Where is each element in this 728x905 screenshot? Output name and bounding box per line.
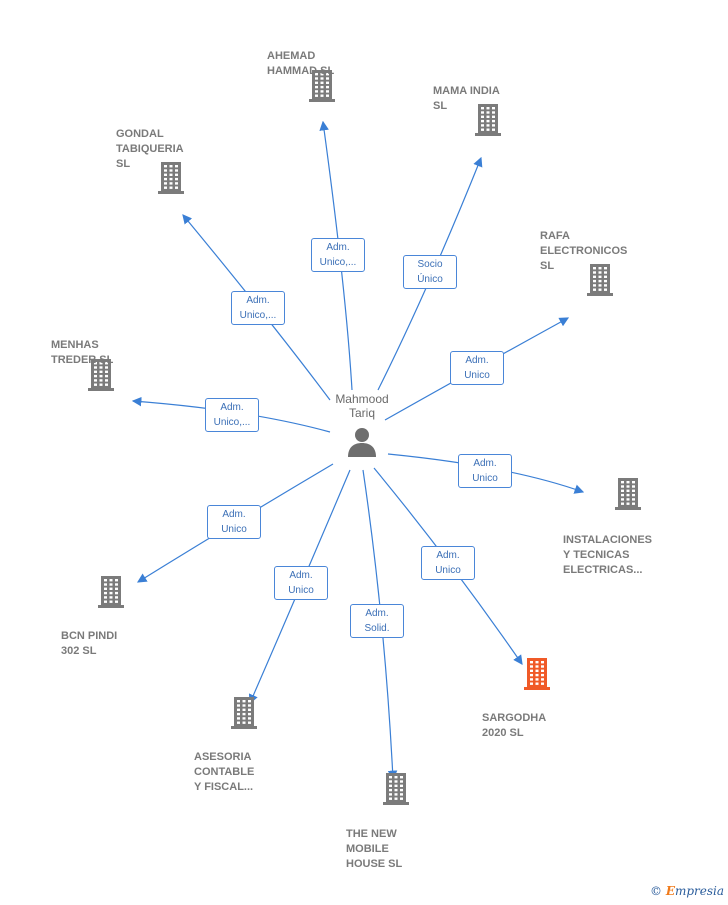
- empresia-logo-text: mpresia: [674, 884, 725, 898]
- building-icon: [96, 575, 126, 609]
- building-icon: [613, 477, 643, 511]
- building-icon: [522, 657, 552, 691]
- building-icon: [381, 772, 411, 806]
- building-icon: [156, 161, 186, 195]
- role-badge-menhas[interactable]: Adm. Unico,...: [205, 398, 259, 432]
- company-label[interactable]: SARGODHA 2020 SL: [482, 712, 547, 739]
- empresia-footer[interactable]: © Empresia: [650, 884, 724, 898]
- role-badge-asesoria[interactable]: Adm. Unico: [274, 566, 328, 600]
- role-badge-ahemad[interactable]: Adm. Unico,...: [311, 238, 365, 272]
- company-label[interactable]: INSTALACIONES Y TECNICAS ELECTRICAS...: [563, 534, 653, 576]
- role-badge-gondal[interactable]: Adm. Unico,...: [231, 291, 285, 325]
- role-badge-rafa[interactable]: Adm. Unico: [450, 351, 504, 385]
- company-label[interactable]: GONDAL TABIQUERIA SL: [116, 128, 184, 170]
- building-icon: [585, 263, 615, 297]
- company-label[interactable]: ASESORIA CONTABLE Y FISCAL...: [194, 751, 255, 793]
- role-badge-newmobile[interactable]: Adm. Solid.: [350, 604, 404, 638]
- role-badge-bcn[interactable]: Adm. Unico: [207, 505, 261, 539]
- company-label[interactable]: THE NEW MOBILE HOUSE SL: [346, 828, 403, 870]
- building-icon: [86, 358, 116, 392]
- role-badge-instalaciones[interactable]: Adm. Unico: [458, 454, 512, 488]
- building-icon: [307, 69, 337, 103]
- building-icon: [473, 103, 503, 137]
- copyright-icon: ©: [650, 884, 662, 898]
- company-label[interactable]: AHEMAD HAMMAD SL: [267, 50, 335, 77]
- company-label[interactable]: MAMA INDIA SL: [433, 85, 500, 112]
- center-person-label: Mahmood Tariq: [335, 392, 389, 420]
- company-label[interactable]: BCN PINDI 302 SL: [61, 630, 118, 657]
- edge-ahemad: [319, 120, 353, 391]
- role-badge-sargodha[interactable]: Adm. Unico: [421, 546, 475, 580]
- empresia-logo-initial: E: [665, 884, 675, 898]
- center-person[interactable]: Mahmood Tariq: [320, 392, 404, 458]
- company-label[interactable]: MENHAS TREDER SL: [51, 339, 114, 366]
- company-label[interactable]: RAFA ELECTRONICOS SL: [540, 230, 628, 272]
- person-icon: [348, 428, 376, 457]
- building-icon: [229, 696, 259, 730]
- role-badge-mama[interactable]: Socio Único: [403, 255, 457, 289]
